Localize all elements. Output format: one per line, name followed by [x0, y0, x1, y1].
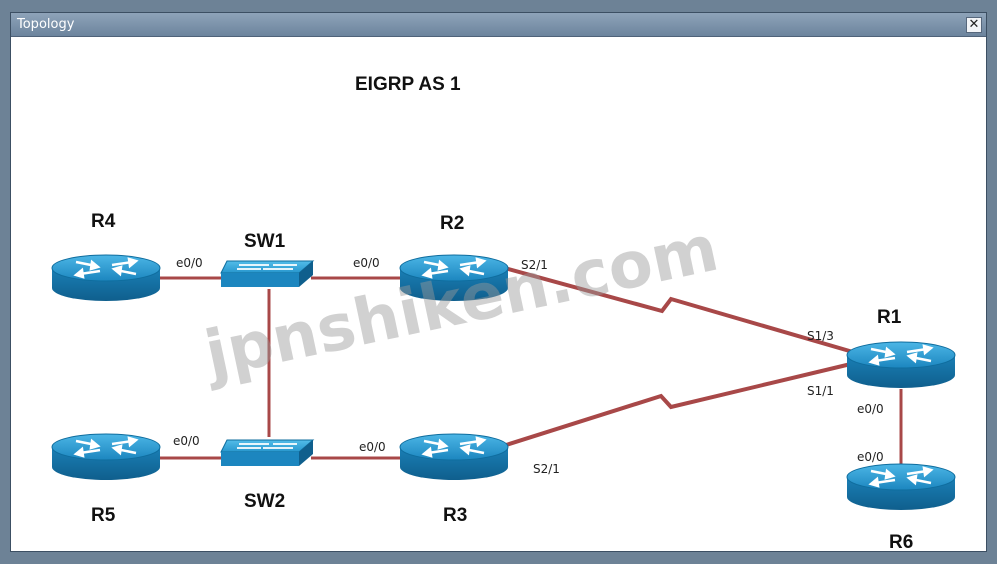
window-titlebar[interactable]: Topology ✕ [11, 13, 986, 37]
serial-group [500, 265, 856, 447]
topology-window: Topology ✕ [10, 12, 987, 552]
label-sw2: SW2 [244, 491, 285, 512]
label-r5: R5 [91, 505, 116, 526]
link-group [153, 276, 903, 469]
iface-r1-s13: S1/3 [807, 329, 834, 343]
router-r3[interactable] [398, 432, 510, 482]
iface-sw1-r2: e0/0 [353, 256, 380, 270]
iface-r1-e00: e0/0 [857, 402, 884, 416]
iface-r1-s11: S1/1 [807, 384, 834, 398]
router-r6[interactable] [845, 462, 957, 512]
iface-r4-sw1: e0/0 [176, 256, 203, 270]
label-r6: R6 [889, 532, 913, 551]
router-r1[interactable] [845, 340, 957, 390]
iface-r5-sw2: e0/0 [173, 434, 200, 448]
diagram-canvas: EIGRP AS 1 R4 SW1 R2 R1 R5 SW2 R3 R6 e0/… [11, 37, 986, 551]
label-r4: R4 [91, 211, 116, 232]
switch-sw1[interactable] [220, 260, 314, 288]
iface-r2-serial: S2/1 [521, 258, 548, 272]
switch-sw2[interactable] [220, 439, 314, 467]
label-sw1: SW1 [244, 231, 286, 252]
topology-diagram: EIGRP AS 1 R4 SW1 R2 R1 R5 SW2 R3 R6 e0/… [50, 74, 957, 551]
iface-r6-e00: e0/0 [857, 450, 884, 464]
iface-sw2-r3: e0/0 [359, 440, 386, 454]
label-r1: R1 [877, 307, 902, 328]
router-r4[interactable] [50, 253, 162, 303]
router-r5[interactable] [50, 432, 162, 482]
link-r2-r1-serial [500, 265, 854, 354]
label-r2: R2 [440, 213, 464, 234]
close-icon[interactable]: ✕ [966, 17, 982, 33]
diagram-title: EIGRP AS 1 [355, 74, 461, 95]
iface-r3-serial: S2/1 [533, 462, 560, 476]
window-title: Topology [17, 17, 75, 32]
label-r3: R3 [443, 505, 467, 526]
link-r3-r1-serial [505, 361, 856, 447]
